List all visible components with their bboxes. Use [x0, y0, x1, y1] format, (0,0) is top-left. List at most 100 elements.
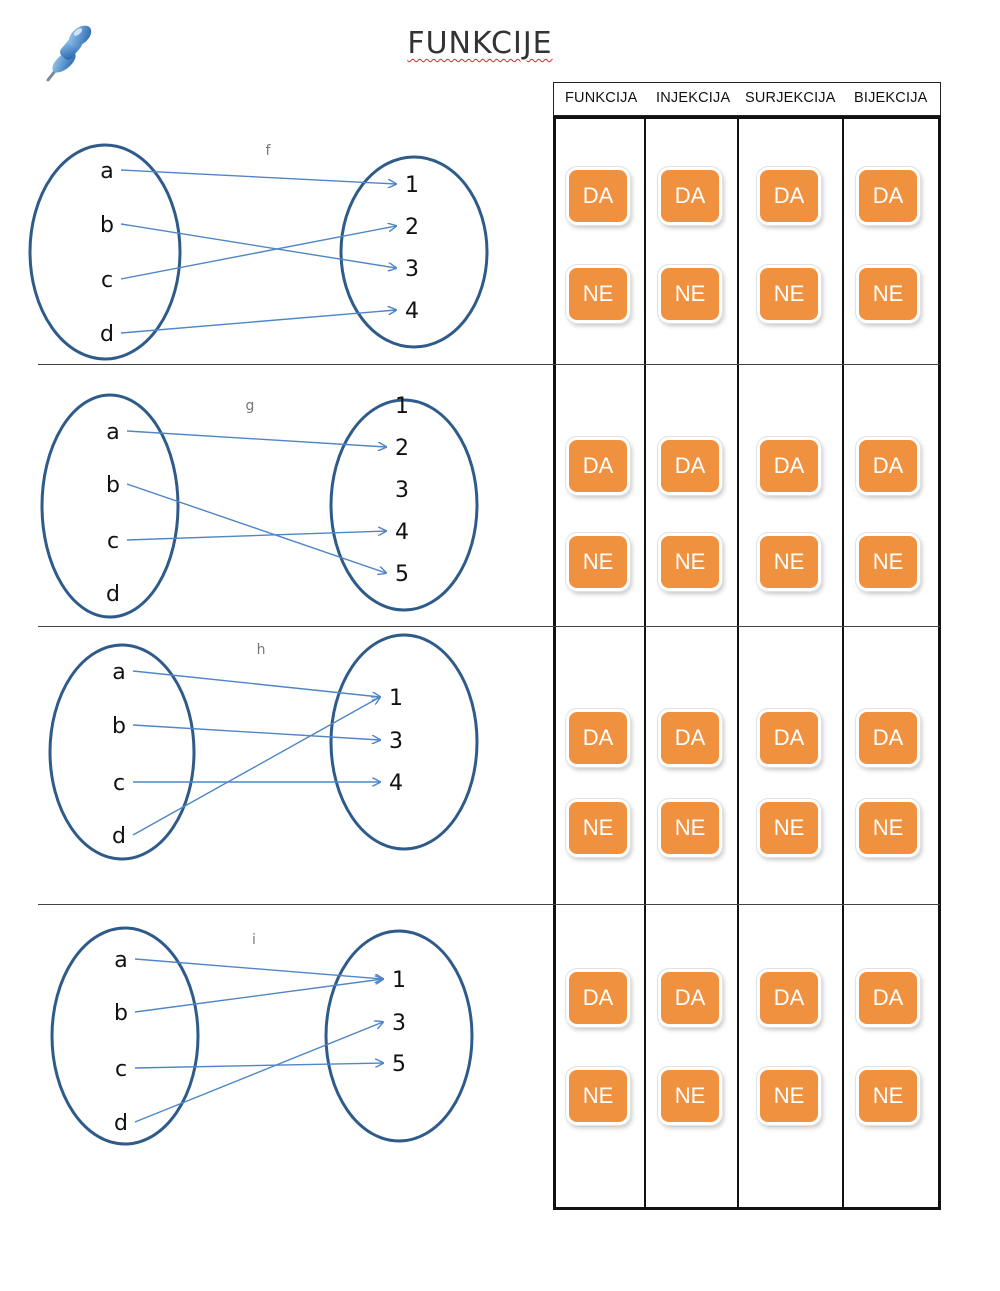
grid-divider	[842, 118, 844, 1208]
ne-button-injekcija[interactable]: NE	[661, 802, 719, 854]
codomain-element: 4	[389, 771, 403, 796]
codomain-element: 3	[405, 257, 419, 282]
codomain-element: 3	[392, 1011, 406, 1036]
domain-element: d	[100, 322, 114, 347]
function-name: g	[246, 398, 255, 414]
function-name: f	[266, 143, 272, 159]
mapping-arrow	[132, 670, 380, 697]
header-funkcija: FUNKCIJA	[565, 90, 638, 106]
ne-button-injekcija[interactable]: NE	[661, 536, 719, 588]
domain-element: b	[106, 473, 120, 498]
mapping-arrow	[120, 169, 396, 184]
column-header-row	[553, 82, 941, 116]
domain-element: d	[114, 1111, 128, 1136]
codomain-element: 4	[405, 299, 419, 324]
codomain-element: 5	[395, 562, 409, 587]
domain-element: a	[112, 660, 125, 685]
da-button-funkcija[interactable]: DA	[569, 170, 627, 222]
domain-element: b	[112, 714, 126, 739]
da-button-bijekcija[interactable]: DA	[859, 712, 917, 764]
ne-button-injekcija[interactable]: NE	[661, 268, 719, 320]
domain-ellipse	[48, 643, 196, 861]
da-button-funkcija[interactable]: DA	[569, 972, 627, 1024]
codomain-element: 1	[395, 394, 409, 419]
da-button-bijekcija[interactable]: DA	[859, 972, 917, 1024]
da-button-funkcija[interactable]: DA	[569, 712, 627, 764]
codomain-ellipse	[329, 633, 479, 851]
da-button-funkcija[interactable]: DA	[569, 440, 627, 492]
da-button-surjekcija[interactable]: DA	[760, 440, 818, 492]
da-button-surjekcija[interactable]: DA	[760, 170, 818, 222]
da-button-bijekcija[interactable]: DA	[859, 440, 917, 492]
mapping-arrow	[134, 958, 383, 979]
domain-element: a	[100, 159, 113, 184]
page-title: FUNKCIJE	[407, 26, 553, 61]
da-button-injekcija[interactable]: DA	[661, 170, 719, 222]
da-button-surjekcija[interactable]: DA	[760, 972, 818, 1024]
mapping-arrow	[120, 226, 396, 280]
domain-element: d	[106, 582, 120, 607]
da-button-injekcija[interactable]: DA	[661, 712, 719, 764]
codomain-element: 1	[405, 173, 419, 198]
mapping-arrow	[120, 223, 396, 268]
codomain-ellipse	[324, 929, 474, 1143]
grid-divider	[644, 118, 646, 1208]
domain-ellipse	[50, 926, 200, 1146]
ne-button-surjekcija[interactable]: NE	[760, 802, 818, 854]
header-surjekcija: SURJEKCIJA	[745, 90, 836, 106]
ne-button-surjekcija[interactable]: NE	[760, 1070, 818, 1122]
mapping-arrow	[134, 979, 383, 1013]
codomain-element: 1	[389, 686, 403, 711]
codomain-element: 3	[389, 729, 403, 754]
function-name: i	[252, 932, 256, 948]
row-divider	[38, 364, 940, 365]
mapping-arrow	[120, 310, 396, 334]
domain-element: a	[114, 948, 127, 973]
mapping-arrow	[126, 430, 386, 447]
codomain-element: 1	[392, 968, 406, 993]
domain-element: c	[107, 529, 119, 554]
da-button-bijekcija[interactable]: DA	[859, 170, 917, 222]
mapping-arrow	[132, 697, 380, 836]
pushpin-icon	[46, 25, 92, 82]
row-divider	[38, 626, 940, 627]
codomain-element: 2	[395, 436, 409, 461]
domain-element: c	[113, 771, 125, 796]
codomain-element: 3	[395, 478, 409, 503]
ne-button-funkcija[interactable]: NE	[569, 802, 627, 854]
ne-button-funkcija[interactable]: NE	[569, 1070, 627, 1122]
header-injekcija: INJEKCIJA	[656, 90, 731, 106]
ne-button-funkcija[interactable]: NE	[569, 536, 627, 588]
da-button-injekcija[interactable]: DA	[661, 440, 719, 492]
da-button-surjekcija[interactable]: DA	[760, 712, 818, 764]
domain-ellipse	[28, 143, 182, 361]
answer-grid	[553, 116, 941, 1210]
domain-element: d	[112, 824, 126, 849]
ne-button-bijekcija[interactable]: NE	[859, 1070, 917, 1122]
ne-button-bijekcija[interactable]: NE	[859, 536, 917, 588]
header-bijekcija: BIJEKCIJA	[854, 90, 928, 106]
mapping-arrow	[126, 483, 386, 573]
domain-element: b	[114, 1001, 128, 1026]
codomain-element: 5	[392, 1052, 406, 1077]
ne-button-surjekcija[interactable]: NE	[760, 536, 818, 588]
grid-divider	[737, 118, 739, 1208]
ne-button-surjekcija[interactable]: NE	[760, 268, 818, 320]
domain-element: c	[115, 1057, 127, 1082]
function-name: h	[257, 642, 266, 658]
domain-element: c	[101, 268, 113, 293]
row-divider	[38, 904, 940, 905]
ne-button-injekcija[interactable]: NE	[661, 1070, 719, 1122]
codomain-element: 2	[405, 215, 419, 240]
codomain-element: 4	[395, 520, 409, 545]
ne-button-bijekcija[interactable]: NE	[859, 802, 917, 854]
ne-button-bijekcija[interactable]: NE	[859, 268, 917, 320]
mapping-arrow	[132, 724, 380, 740]
ne-button-funkcija[interactable]: NE	[569, 268, 627, 320]
mapping-arrow	[126, 531, 386, 541]
codomain-ellipse	[329, 398, 479, 612]
codomain-ellipse	[339, 155, 489, 349]
da-button-injekcija[interactable]: DA	[661, 972, 719, 1024]
domain-element: b	[100, 213, 114, 238]
